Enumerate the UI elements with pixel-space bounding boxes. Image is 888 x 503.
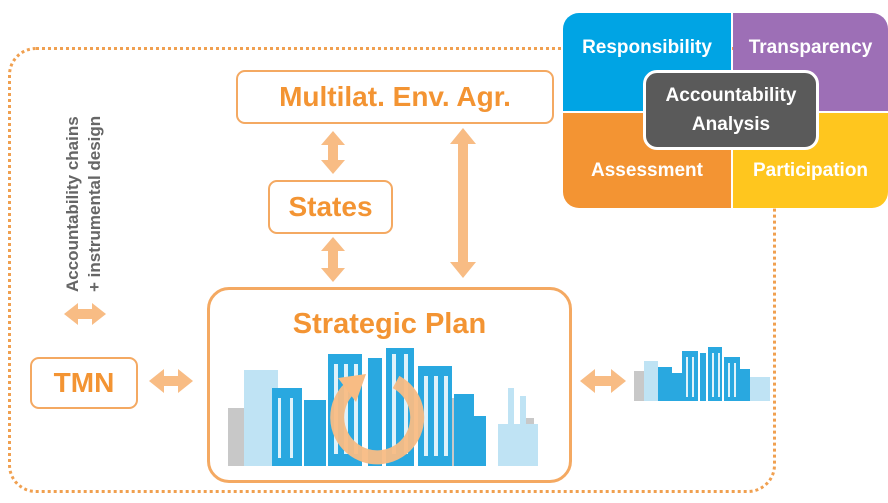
participation-label: Participation — [752, 160, 869, 181]
accountability-analysis-center: Accountability Analysis — [643, 70, 819, 150]
tmn-label: TMN — [53, 367, 115, 398]
accountability-chains-label: Accountability chains + instrumental des… — [63, 116, 104, 292]
double-arrow-icon — [321, 237, 345, 282]
city-skyline-icon — [228, 348, 538, 466]
states-label: States — [288, 191, 373, 222]
double-arrow-icon — [64, 303, 106, 325]
states-box: States — [268, 180, 393, 234]
cycle-arrow-icon — [330, 374, 425, 465]
multilateral-env-agreements-box: Multilat. Env. Agr. — [236, 70, 554, 124]
strategic-plan-box: Strategic Plan — [207, 287, 572, 483]
tmn-box: TMN — [30, 357, 138, 409]
accountability-analysis-line2: Analysis — [691, 114, 771, 135]
side-label-line2: + instrumental design — [85, 116, 104, 292]
transparency-label: Transparency — [748, 37, 873, 58]
double-arrow-icon — [450, 128, 476, 278]
outer-boundary-frame — [8, 47, 776, 493]
mea-label: Multilat. Env. Agr. — [279, 81, 511, 112]
strategic-plan-title: Strategic Plan — [292, 308, 487, 340]
assessment-label: Assessment — [591, 160, 703, 181]
side-label-line1: Accountability chains — [63, 116, 82, 292]
double-arrow-icon — [321, 131, 345, 174]
double-arrow-icon — [580, 369, 626, 393]
double-arrow-icon — [149, 369, 193, 393]
accountability-analysis-line1: Accountability — [665, 85, 797, 106]
city-skyline-icon — [634, 347, 770, 401]
responsibility-label: Responsibility — [582, 37, 712, 58]
